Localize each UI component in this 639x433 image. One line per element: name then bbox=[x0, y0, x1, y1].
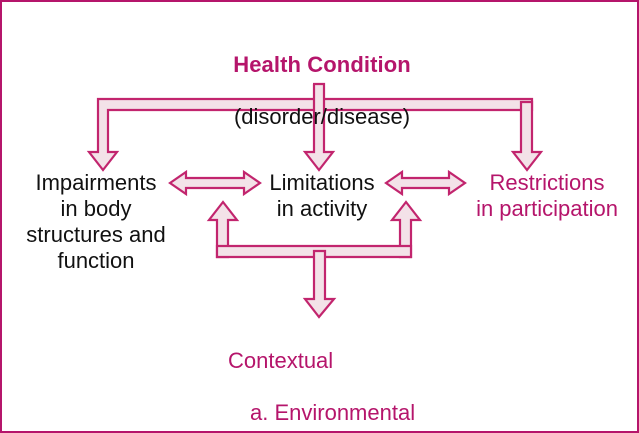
limitations-to-contextual-arrow bbox=[302, 249, 337, 319]
impairments-limitations-arrow bbox=[168, 169, 262, 197]
limitations-restrictions-arrow bbox=[384, 169, 467, 197]
health-to-limitations-arrow bbox=[302, 82, 336, 172]
contextual-heading: Contextual bbox=[228, 347, 334, 373]
contextual-item-environmental: a. Environmental bbox=[250, 399, 416, 425]
health-condition-node: Health Condition (disorder/disease) bbox=[172, 26, 472, 156]
health-condition-title: Health Condition bbox=[233, 51, 411, 77]
health-condition-subtitle: (disorder/disease) bbox=[233, 103, 411, 129]
impairments-node: Impairments in body structures and funct… bbox=[26, 170, 166, 273]
contextual-factors-node: Contextual a. Environmental b. Personal bbox=[198, 322, 448, 431]
health-to-restrictions-arrow bbox=[510, 100, 544, 172]
limitations-node: Limitations in activity bbox=[269, 170, 375, 221]
restrictions-node: Restrictions in participation bbox=[476, 170, 618, 221]
